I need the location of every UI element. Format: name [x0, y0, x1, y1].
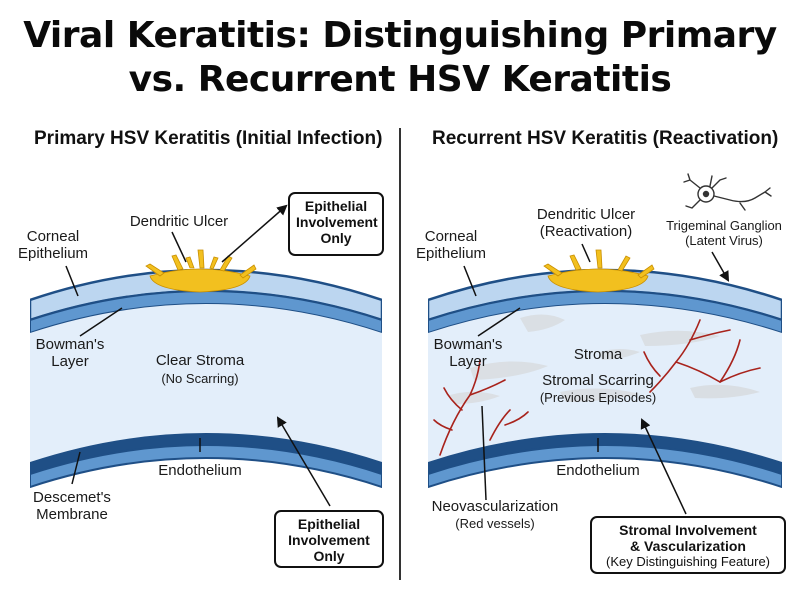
recurrent-epithelium-label: Corneal Epithelium [416, 228, 486, 262]
primary-pointers [65, 204, 331, 507]
recurrent-endothelium-label: Endothelium [556, 462, 640, 479]
primary-descemets-label-line1: Descemet's [33, 489, 111, 506]
primary-callout-bottom-line3: Only [313, 548, 345, 564]
primary-epithelium-label-line1: Corneal [26, 228, 80, 245]
recurrent-stroma-label: Stroma [573, 346, 623, 363]
stromal-scarring-patches [450, 314, 760, 404]
trigeminal-ganglion-label: Trigeminal Ganglion (Latent Virus) [656, 218, 792, 248]
primary-stroma-note: (No Scarring) [161, 371, 239, 386]
recurrent-bowmans-label-line2: Layer [449, 353, 487, 370]
primary-epithelium-label-line2: Epithelium [18, 245, 89, 262]
recurrent-bowmans-label-line1: Bowman's [433, 336, 503, 353]
title-line-2: vs. Recurrent HSV Keratitis [128, 59, 672, 100]
recurrent-descemets-membrane [428, 433, 782, 474]
page-title: Viral Keratitis: Distinguishing Primary … [0, 14, 800, 102]
recurrent-callout: Stromal Involvement & Vascularization (K… [590, 516, 786, 574]
recurrent-epithelium-label-line1: Corneal [424, 228, 478, 245]
neovascularization-label: Neovascularization [431, 498, 559, 515]
recurrent-epithelium-label-line2: Epithelium [416, 245, 487, 262]
recurrent-bowmans-label: Bowman's Layer [430, 336, 506, 370]
primary-callout-top-line1: Epithelial [304, 198, 368, 214]
primary-callout-top-line2: Involvement [296, 214, 378, 230]
primary-bowmans-label-line2: Layer [51, 353, 89, 370]
recurrent-dendritic-ulcer-label-line2: (Reactivation) [539, 223, 633, 240]
neovascularization-vessels [433, 319, 761, 456]
primary-descemets-label-line2: Membrane [36, 506, 108, 523]
recurrent-callout-line2: & Vascularization [630, 538, 746, 554]
stromal-scarring-label: Stromal Scarring [542, 372, 654, 389]
primary-bowmans-label-line1: Bowman's [35, 336, 105, 353]
primary-stroma-label: Clear Stroma [155, 352, 245, 369]
primary-dendritic-ulcer-label: Dendritic Ulcer [129, 213, 229, 230]
recurrent-dendritic-ulcer-label-line1: Dendritic Ulcer [536, 206, 636, 223]
primary-callout-top: Epithelial Involvement Only [288, 192, 384, 256]
primary-endothelium [30, 444, 382, 489]
recurrent-endothelium [428, 444, 782, 489]
recurrent-callout-line1: Stromal Involvement [619, 522, 757, 538]
primary-descemets-label: Descemet's Membrane [24, 489, 120, 523]
primary-descemets-membrane [30, 433, 382, 474]
trigeminal-ganglion-label-line2: (Latent Virus) [685, 233, 763, 248]
trigeminal-ganglion-label-line1: Trigeminal Ganglion [666, 218, 782, 233]
primary-callout-bottom: Epithelial Involvement Only [274, 510, 384, 568]
primary-bowmans-label: Bowman's Layer [32, 336, 108, 370]
recurrent-callout-line3: (Key Distinguishing Feature) [605, 554, 771, 569]
primary-epithelium-label: Corneal Epithelium [18, 228, 88, 262]
primary-heading: Primary HSV Keratitis (Initial Infection… [34, 128, 383, 149]
primary-stroma [30, 304, 382, 462]
neuron-icon [683, 173, 772, 211]
stromal-scarring-note: (Previous Episodes) [539, 390, 657, 405]
primary-callout-bottom-line1: Epithelial [297, 516, 361, 532]
recurrent-stroma [428, 304, 782, 462]
primary-cornea [30, 268, 382, 489]
panel-divider [399, 128, 401, 580]
primary-endothelium-label: Endothelium [158, 462, 242, 479]
recurrent-heading: Recurrent HSV Keratitis (Reactivation) [432, 128, 779, 149]
recurrent-pointers [463, 243, 730, 515]
primary-callout-bottom-line2: Involvement [288, 532, 370, 548]
primary-callout-top-line3: Only [320, 230, 352, 246]
recurrent-cornea [428, 268, 782, 489]
neovascularization-note: (Red vessels) [455, 516, 535, 531]
title-line-1: Viral Keratitis: Distinguishing Primary [23, 15, 777, 56]
primary-dendritic-ulcer [145, 249, 257, 293]
recurrent-dendritic-ulcer [543, 249, 655, 293]
recurrent-dendritic-ulcer-label: Dendritic Ulcer (Reactivation) [526, 206, 646, 240]
